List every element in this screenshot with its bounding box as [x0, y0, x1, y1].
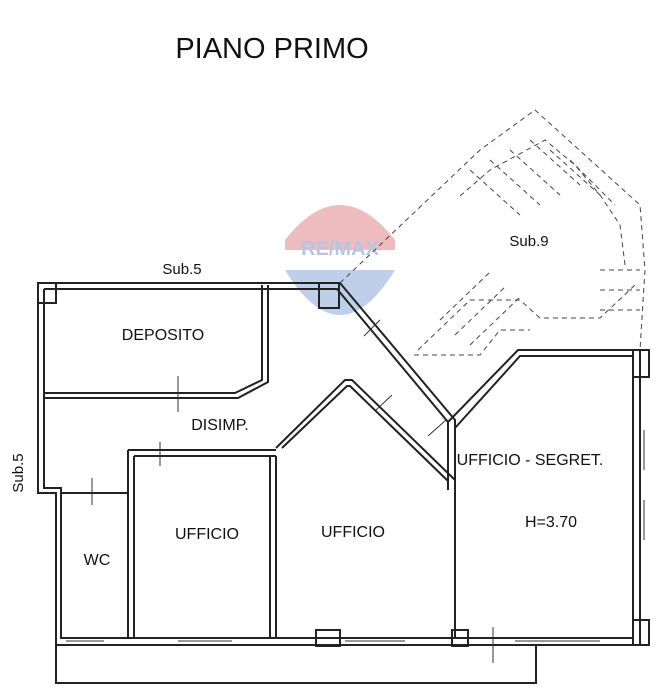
remax-watermark-text: RE/MAX: [301, 238, 379, 260]
room-label-deposito: DEPOSITO: [122, 327, 204, 344]
door-marks: [91, 319, 494, 663]
room-label-ufficio-b: UFFICIO: [321, 524, 385, 541]
windows: [66, 430, 645, 642]
plan-title: PIANO PRIMO: [175, 33, 368, 65]
outer-walls: [37, 282, 641, 684]
neighbour-label-sub5-top: Sub.5: [162, 261, 201, 278]
room-label-ufficio-a: UFFICIO: [175, 526, 239, 543]
room-height: H=3.70: [525, 514, 577, 531]
room-label-ufficio-segret: UFFICIO - SEGRET.: [457, 452, 604, 469]
interior-walls: [37, 282, 650, 647]
neighbour-label-sub5-side: Sub.5: [10, 453, 27, 492]
room-label-disimp: DISIMP.: [191, 417, 249, 434]
room-label-wc: WC: [84, 552, 111, 569]
staircase-sub9: [339, 109, 646, 356]
neighbour-label-sub9: Sub.9: [509, 233, 548, 250]
